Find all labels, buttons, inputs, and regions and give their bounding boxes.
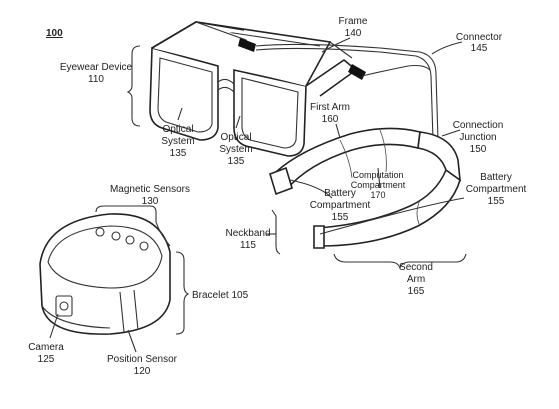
svg-text:Arm: Arm <box>407 274 425 285</box>
svg-text:Connection: Connection <box>453 120 504 131</box>
neckband-drawing <box>269 127 461 249</box>
camera-window <box>55 295 73 317</box>
svg-text:Compartment: Compartment <box>310 200 371 211</box>
svg-text:Optical: Optical <box>220 132 251 143</box>
svg-text:First Arm: First Arm <box>310 102 350 113</box>
battery-compartment-right <box>313 225 325 249</box>
label-battery-compartment-left: Battery Compartment 155 <box>310 188 371 223</box>
label-optical-system-right: Optical System 135 <box>219 132 252 167</box>
label-computation-compartment: Computation Compartment 170 <box>351 170 406 200</box>
label-neckband: Neckband 115 <box>225 228 270 251</box>
svg-text:140: 140 <box>345 28 362 39</box>
svg-text:130: 130 <box>142 196 159 207</box>
svg-text:160: 160 <box>322 114 339 125</box>
label-battery-compartment-right: Battery Compartment 155 <box>466 172 527 207</box>
svg-text:120: 120 <box>134 366 151 377</box>
optical-system-left-lens <box>157 57 213 133</box>
magnetic-sensor-1 <box>95 227 105 237</box>
svg-text:Battery: Battery <box>324 188 356 199</box>
svg-text:170: 170 <box>370 190 385 200</box>
svg-text:Junction: Junction <box>459 132 496 143</box>
label-second-arm: Second Arm 165 <box>399 262 433 297</box>
label-camera: Camera 125 <box>28 342 64 365</box>
figure-number: 100 <box>46 28 63 39</box>
label-first-arm: First Arm 160 <box>310 102 350 125</box>
svg-text:125: 125 <box>38 354 55 365</box>
label-connection-junction: Connection Junction 150 <box>453 120 504 155</box>
camera-icon <box>59 301 69 311</box>
svg-text:150: 150 <box>470 144 487 155</box>
svg-text:155: 155 <box>488 196 505 207</box>
bracelet-drawing <box>39 213 171 335</box>
magnetic-sensor-4 <box>139 241 149 251</box>
svg-text:135: 135 <box>170 148 187 159</box>
magnetic-sensor-3 <box>125 235 135 245</box>
label-bracelet: Bracelet 105 <box>192 290 249 301</box>
svg-text:Optical: Optical <box>162 124 193 135</box>
connector-cable <box>255 43 439 141</box>
svg-text:Computation: Computation <box>352 170 403 180</box>
battery-compartment-left <box>269 166 293 196</box>
label-position-sensor: Position Sensor 120 <box>107 354 178 377</box>
optical-system-right-lens <box>241 77 299 149</box>
svg-text:Camera: Camera <box>28 342 64 353</box>
svg-text:Magnetic Sensors: Magnetic Sensors <box>110 184 190 195</box>
svg-text:115: 115 <box>240 240 256 251</box>
svg-text:Position Sensor: Position Sensor <box>107 354 178 365</box>
svg-text:135: 135 <box>228 156 245 167</box>
svg-text:System: System <box>161 136 194 147</box>
svg-text:Neckband: Neckband <box>225 228 270 239</box>
svg-text:Compartment: Compartment <box>351 180 406 190</box>
svg-text:110: 110 <box>88 74 104 85</box>
label-magnetic-sensors: Magnetic Sensors 130 <box>110 184 190 207</box>
svg-text:Frame: Frame <box>339 16 368 27</box>
label-optical-system-left: Optical System 135 <box>161 124 194 159</box>
label-frame: Frame 140 <box>339 16 368 39</box>
svg-text:145: 145 <box>471 43 488 54</box>
svg-text:Bracelet 105: Bracelet 105 <box>192 290 249 301</box>
eyewear-device-drawing <box>149 21 366 157</box>
svg-text:Second: Second <box>399 262 433 273</box>
svg-text:Battery: Battery <box>480 172 512 183</box>
svg-text:165: 165 <box>408 286 425 297</box>
label-eyewear-device: Eyewear Device 110 <box>60 62 133 85</box>
svg-text:Connector: Connector <box>456 32 503 43</box>
svg-text:Eyewear Device: Eyewear Device <box>60 62 133 73</box>
svg-text:Compartment: Compartment <box>466 184 527 195</box>
connection-junction <box>417 131 461 182</box>
svg-text:System: System <box>219 144 252 155</box>
label-connector: Connector 145 <box>456 32 503 54</box>
svg-text:155: 155 <box>332 212 349 223</box>
magnetic-sensor-2 <box>111 231 121 241</box>
